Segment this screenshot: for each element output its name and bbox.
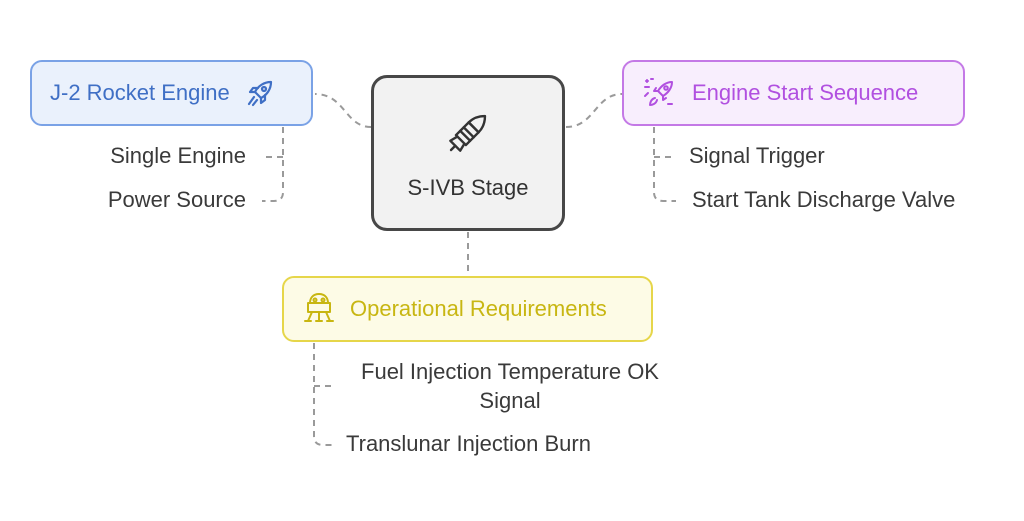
rocket-capsule-icon [440,105,496,161]
rocket-icon [244,77,276,109]
center-label: S-IVB Stage [407,175,529,200]
branch-start-label: Engine Start Sequence [692,80,919,105]
leaf-power-source: Power Source [107,187,246,212]
branch-engine-start-sequence: Engine Start Sequence [622,60,965,126]
leaf-fuel-injection-temperature-ok-signal: Fuel Injection Temperature OK Signal [361,359,659,413]
branch-ops-label: Operational Requirements [350,296,607,321]
connector-j2-trunk [262,127,284,202]
branch-j2-rocket-engine: J-2 Rocket Engine [30,60,313,126]
rocket-launch-icon [642,76,678,110]
connector-start-trunk [653,127,676,202]
center-node: S-IVB Stage [371,75,565,231]
lunar-lander-icon [302,291,336,327]
leaf-translunar-injection-burn: Translunar Injection Burn [346,431,591,456]
branch-j2-label: J-2 Rocket Engine [50,80,230,105]
leaf-single-engine: Single Engine [110,143,246,168]
connector-center-j2 [314,93,372,128]
connector-center-start [565,93,623,128]
connector-ops-trunk [313,343,336,446]
leaf-start-tank-discharge-valve: Start Tank Discharge Valve [692,187,956,212]
branch-operational-requirements: Operational Requirements [282,276,653,342]
leaf-signal-trigger: Signal Trigger [689,143,825,168]
